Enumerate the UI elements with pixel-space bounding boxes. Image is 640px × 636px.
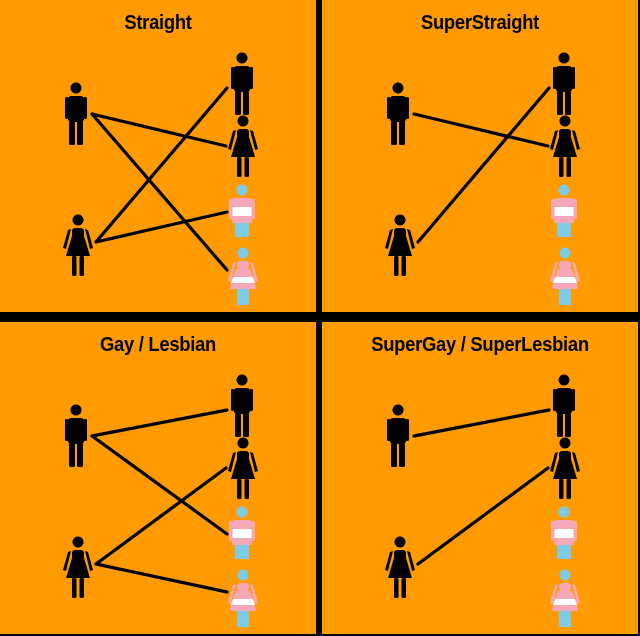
man-icon <box>387 82 409 145</box>
trans-man-icon <box>551 506 577 559</box>
panel-diagram <box>63 52 258 305</box>
connection-line-man-to-trans-man <box>90 434 229 536</box>
panel-diagram <box>63 374 258 627</box>
woman-icon <box>385 214 415 276</box>
panel-title: Gay / Lesbian <box>99 334 217 356</box>
panel-diagram <box>385 52 580 305</box>
panel-gay-lesbian: Gay / Lesbian <box>0 322 316 634</box>
connection-line-woman-to-woman <box>416 466 550 566</box>
panel-title: SuperStraight <box>420 12 540 34</box>
trans-man-icon <box>229 184 255 237</box>
connection-line-woman-to-man <box>416 86 551 244</box>
man-icon <box>65 82 87 145</box>
woman-icon <box>550 437 580 499</box>
trans-man-icon <box>551 184 577 237</box>
panel-title: Straight <box>124 12 192 34</box>
woman-icon <box>228 115 258 177</box>
connection-line-man-to-man <box>412 408 551 438</box>
connection-line-woman-to-trans-woman <box>94 562 229 594</box>
woman-icon <box>228 437 258 499</box>
connection-line-man-to-man <box>90 408 229 438</box>
connection-line-woman-to-woman <box>94 466 228 566</box>
trans-woman-icon <box>228 247 258 305</box>
trans-woman-icon <box>550 247 580 305</box>
connection-line-woman-to-trans-man <box>94 210 229 244</box>
connection-line-woman-to-man <box>94 86 229 244</box>
panel-supergay-superlesbian: SuperGay / SuperLesbian <box>322 322 638 634</box>
panel-title: SuperGay / SuperLesbian <box>371 334 589 356</box>
man-icon <box>387 404 409 467</box>
man-icon <box>553 374 575 437</box>
panel-straight: Straight <box>0 0 316 312</box>
woman-icon <box>63 214 93 276</box>
panel-superstraight: SuperStraight <box>322 0 638 312</box>
man-icon <box>65 404 87 467</box>
woman-icon <box>550 115 580 177</box>
trans-woman-icon <box>550 569 580 627</box>
connection-line-man-to-woman <box>90 112 228 148</box>
trans-man-icon <box>229 506 255 559</box>
panel-diagram <box>385 374 580 627</box>
connection-line-man-to-trans-woman <box>90 112 229 272</box>
woman-icon <box>63 536 93 598</box>
connection-line-man-to-woman <box>412 112 550 148</box>
man-icon <box>553 52 575 115</box>
trans-woman-icon <box>228 569 258 627</box>
woman-icon <box>385 536 415 598</box>
man-icon <box>231 374 253 437</box>
man-icon <box>231 52 253 115</box>
